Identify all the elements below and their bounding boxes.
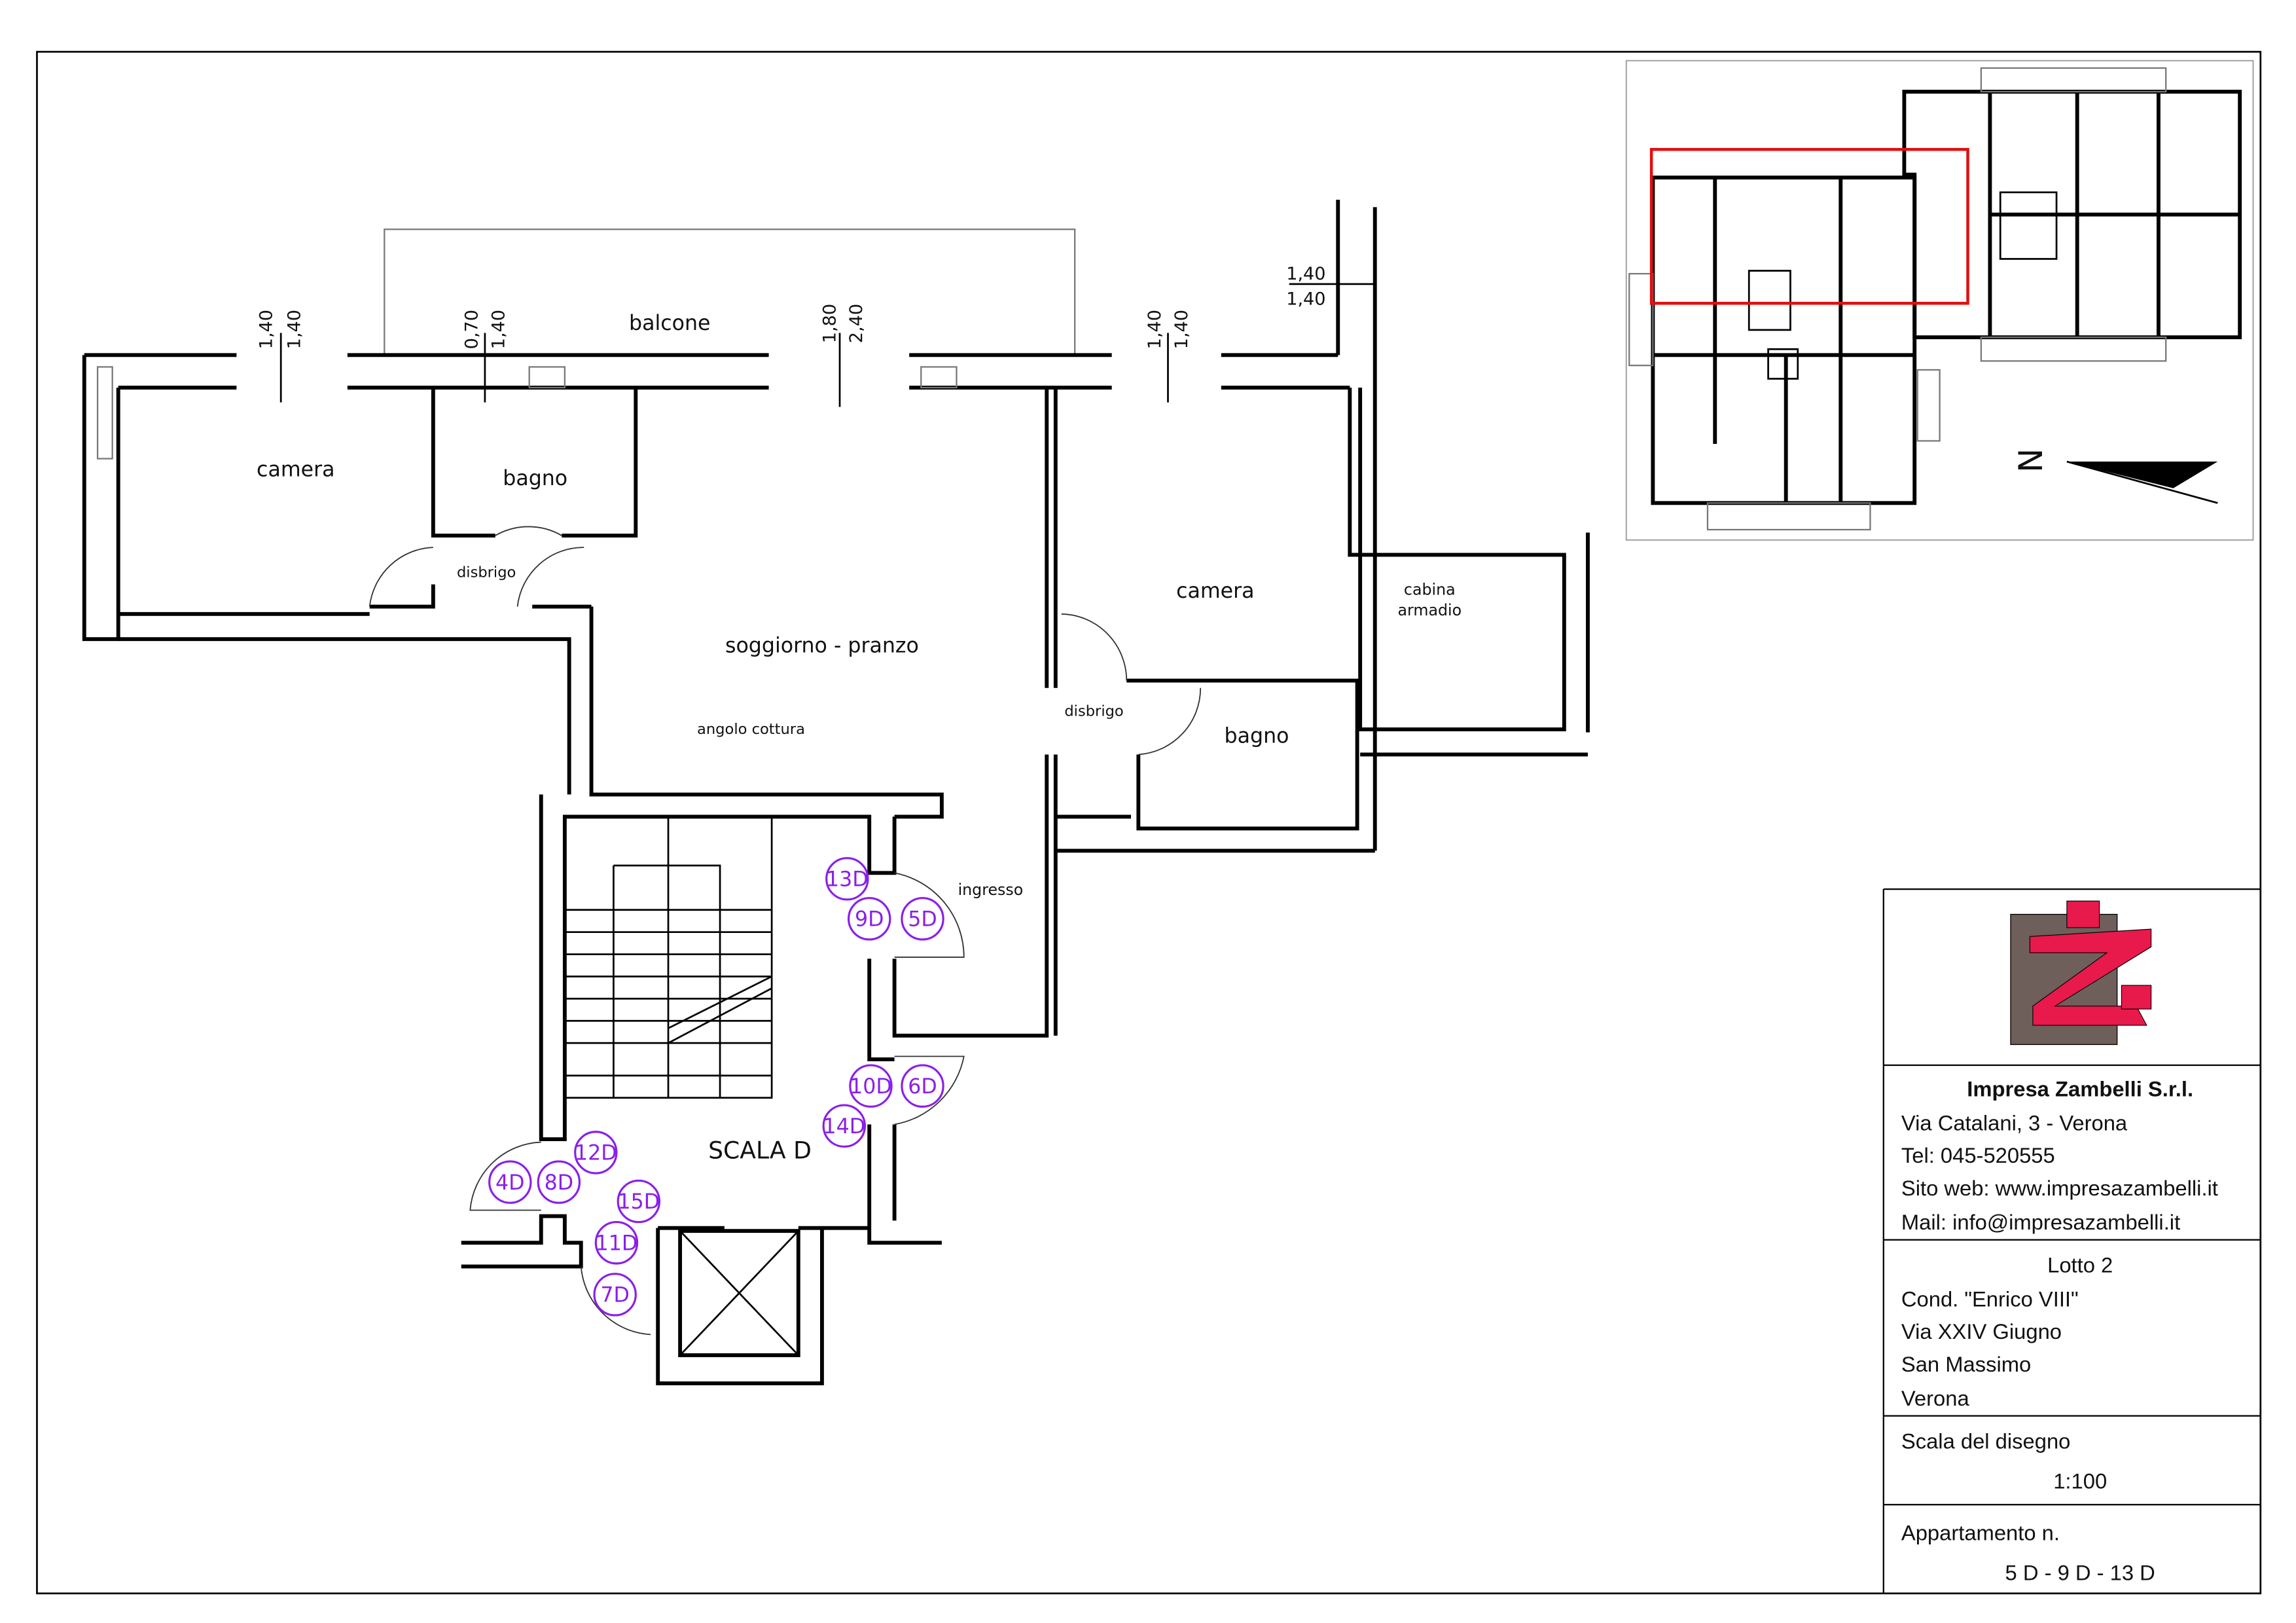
door-marker: 7D [593,1273,637,1317]
district: San Massimo [1901,1352,2031,1376]
lotto: Lotto 2 [2047,1252,2113,1277]
dimension-b: 1,40 [1286,289,1325,310]
door-marker-label: 6D [908,1075,937,1099]
dimension-a: 1,80 [819,304,840,343]
room-label-angolo-cottura: angolo cottura [697,721,805,738]
room-label-disbrigo-left: disbrigo [457,564,516,581]
door-marker-label: 15D [618,1190,660,1214]
door-marker-circle [822,1104,867,1148]
door-marker-label: 11D [596,1232,638,1256]
door-marker-label: 10D [850,1075,892,1099]
dimension-a: 0,70 [462,310,482,349]
room-label-cabina: cabina [1404,580,1456,598]
company-web: Sito web: www.impresazambelli.it [1901,1176,2218,1200]
door-marker-circle [901,1064,944,1108]
door-marker: 6D [901,1064,944,1108]
door-marker: 4D [488,1160,532,1204]
city: Verona [1901,1386,1970,1410]
door-marker-label: 8D [545,1171,573,1195]
door-marker: 15D [617,1179,661,1224]
door-marker-label: 13D [826,868,869,892]
dimension-a: 1,40 [257,310,277,349]
door-marker: 10D [849,1064,893,1108]
door-marker-circle [593,1273,637,1317]
door-marker-circle [901,897,944,941]
door-marker: 14D [822,1104,867,1148]
sheet-border [36,50,2262,1595]
dimension-b: 1,40 [488,310,509,349]
door-marker: 5D [901,897,944,941]
company-tel: Tel: 045-520555 [1901,1143,2055,1167]
room-label-camera-right: camera [1176,579,1254,603]
door-marker-circle [617,1179,661,1224]
door-marker-circle [848,897,891,941]
north-label: N [2010,448,2048,473]
dimension-a: 1,40 [1145,310,1165,349]
company-logo [2010,900,2152,1046]
apartment-label: Appartamento n. [1901,1520,2060,1544]
company-address: Via Catalani, 3 - Verona [1901,1110,2128,1135]
door-marker-label: 9D [855,908,884,932]
door-marker-circle [537,1160,581,1204]
company-mail: Mail: info@impresazambelli.it [1901,1210,2180,1234]
room-label-scala: SCALA D [708,1136,812,1164]
apartment-value: 5 D - 9 D - 13 D [2005,1560,2155,1584]
apartment-walls [82,200,1590,1385]
scale-label: Scala del disegno [1901,1429,2070,1453]
door-marker: 13D [825,857,869,901]
room-label-camera-left: camera [257,458,334,482]
door-marker: 11D [594,1221,639,1265]
door-marker-circle [488,1160,532,1204]
title-block: Impresa Zambelli S.r.l. Via Catalani, 3 … [1882,888,2261,1594]
key-plan: N [1625,60,2254,541]
door-marker-label: 14D [823,1115,866,1139]
north-arrow-icon [2066,462,2218,488]
company-name: Impresa Zambelli S.r.l. [1967,1077,2193,1101]
room-label-bagno: bagno [503,467,567,490]
scale-value: 1:100 [2053,1468,2107,1493]
door-marker: 12D [574,1131,618,1175]
door-marker-circle [574,1131,618,1175]
room-label-balcone: balcone [629,312,710,335]
door-markers: 13D 9D 5D 10D 6D 14D 12D 4D 8D 15D 11D 7D [488,857,944,1317]
room-label-armadio: armadio [1397,601,1462,619]
door-marker-label: 5D [908,908,937,932]
dimension-a: 1,40 [1286,264,1325,284]
key-plan-highlight [1649,147,1969,305]
dimension-labels: 1,40 1,40 0,70 1,40 1,80 2,40 1,40 1,40 … [257,264,1326,349]
dimension-b: 1,40 [1172,310,1192,349]
condominium: Cond. "Enrico VIII" [1901,1286,2079,1311]
room-label-bagno-right: bagno [1225,724,1289,748]
door-marker-circle [849,1064,893,1108]
door-marker-label: 7D [600,1284,629,1307]
room-label-soggiorno: soggiorno - pranzo [725,634,919,658]
door-marker: 9D [848,897,891,941]
door-marker: 8D [537,1160,581,1204]
door-marker-circle [594,1221,639,1265]
door-marker-label: 4D [495,1171,524,1195]
dimension-b: 2,40 [846,304,867,343]
room-label-disbrigo-right: disbrigo [1064,703,1123,720]
street: Via XXIV Giugno [1901,1319,2062,1343]
door-marker-circle [825,857,869,901]
room-label-ingresso: ingresso [958,881,1024,899]
dimension-b: 1,40 [285,310,305,349]
door-marker-label: 12D [575,1142,617,1165]
